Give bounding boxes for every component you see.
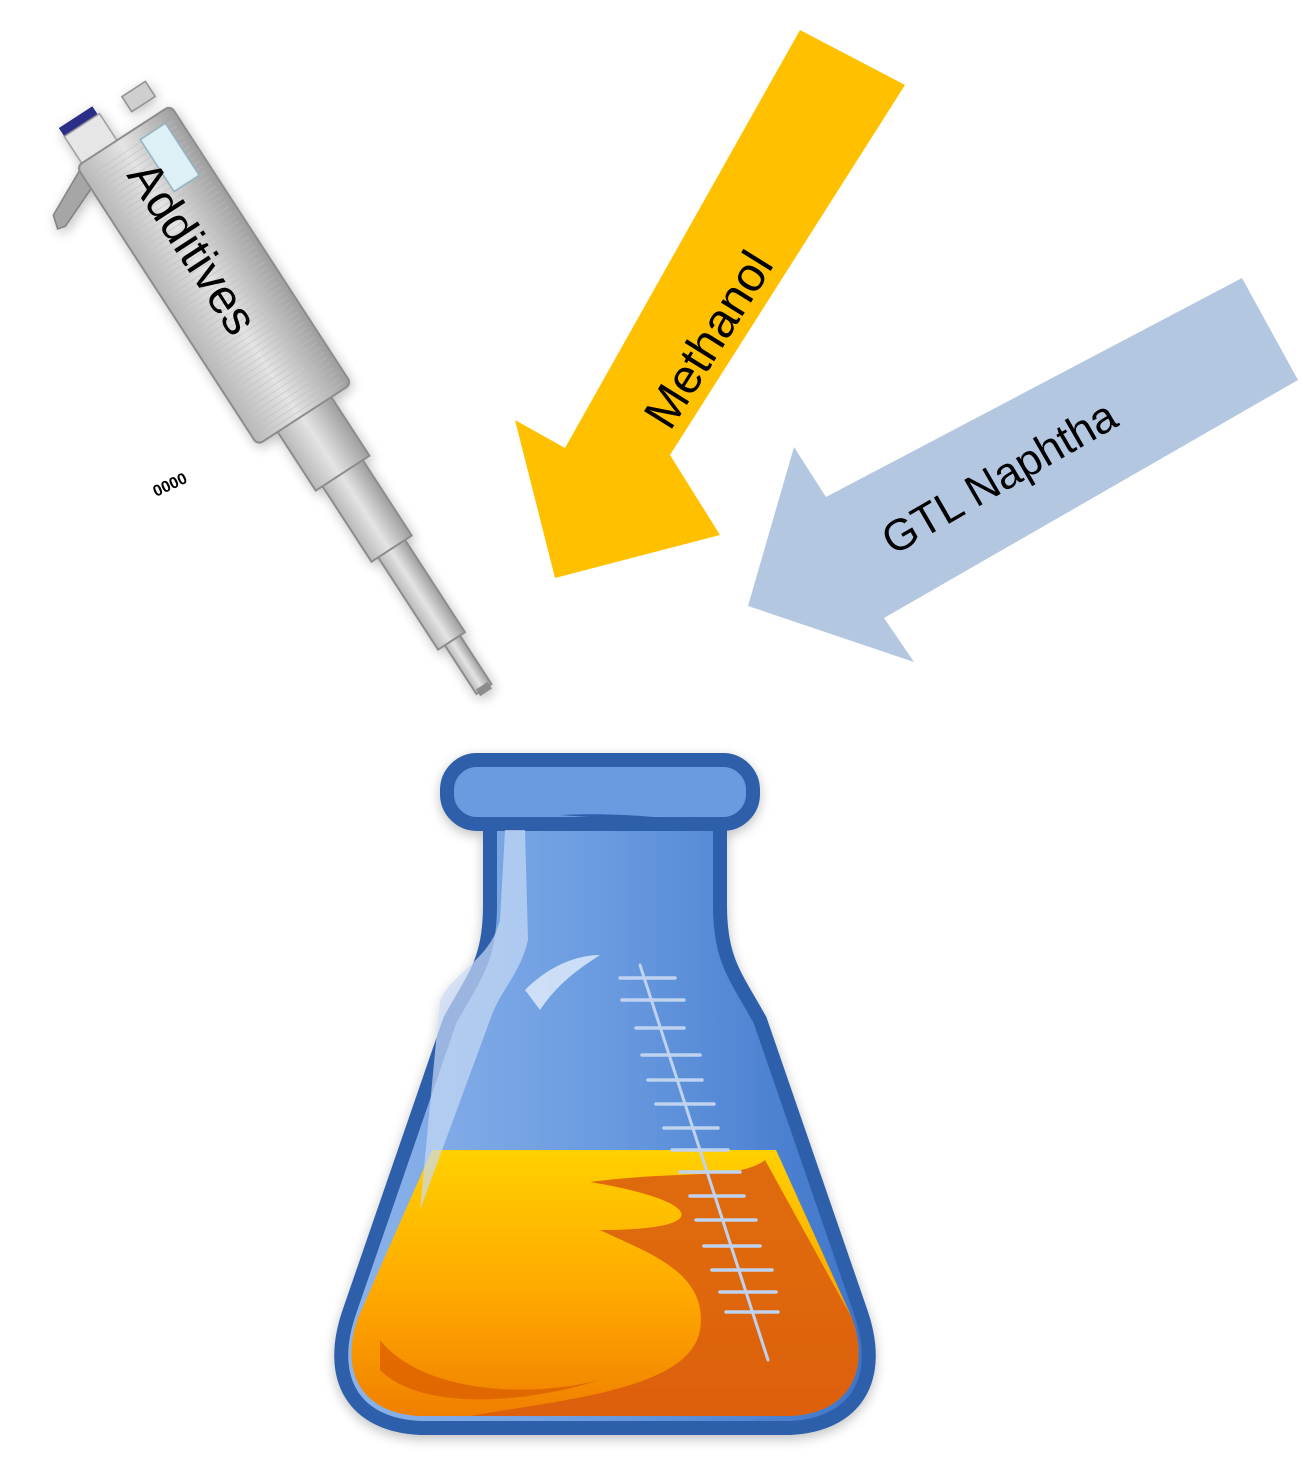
arrow-down-left-icon [515,30,905,578]
flask-rim [440,753,760,831]
arrow-left-icon [748,278,1298,662]
naphtha-arrow: GTL Naphtha [748,278,1298,662]
pipette-volume-readout: 0000 [151,470,191,500]
plunger-cap [58,106,99,139]
flask-graduation-scale [618,963,780,1362]
erlenmeyer-flask-icon [334,753,876,1435]
pipette-window [139,122,201,193]
flask-liquid-shadow [470,1160,859,1416]
pipette-icon [52,80,493,697]
